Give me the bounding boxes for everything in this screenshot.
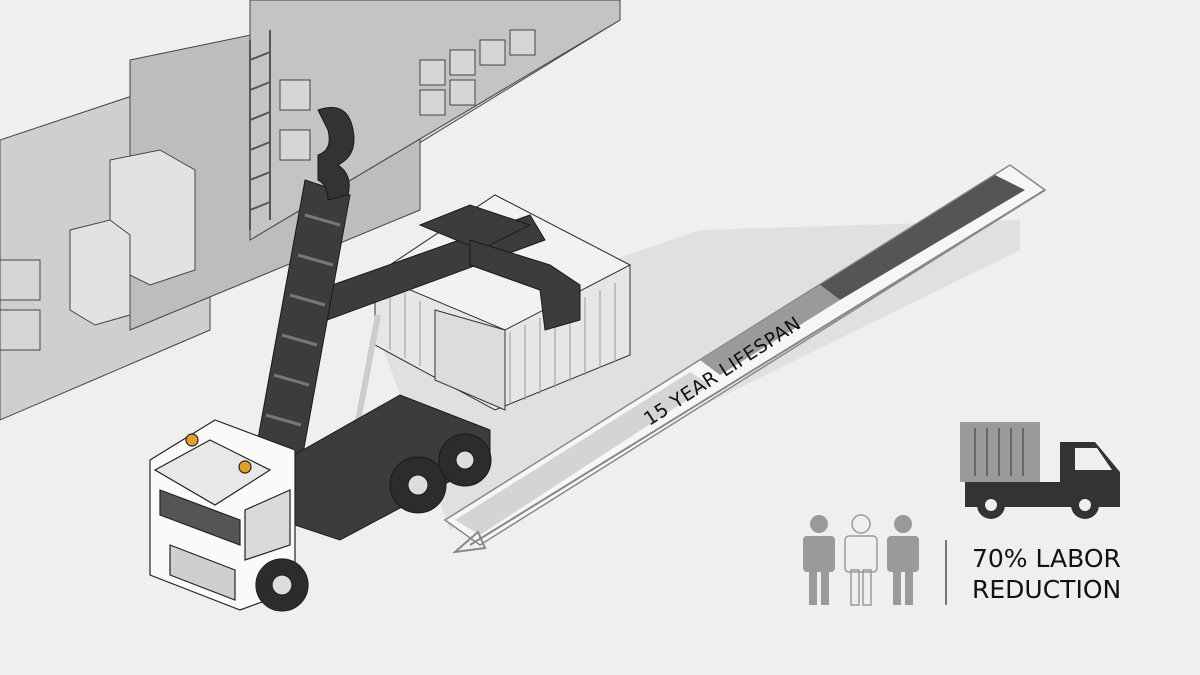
beacon-light	[238, 460, 252, 474]
crane	[249, 107, 581, 541]
delivery-truck-icon	[960, 422, 1120, 519]
arrow-line	[469, 189, 1046, 546]
beacon-light	[185, 433, 199, 447]
stat-line-2: REDUCTION	[972, 575, 1122, 604]
stat-line-1: 70% LABOR	[972, 544, 1121, 573]
truck-cab	[149, 419, 309, 612]
workers-icon	[803, 514, 947, 606]
labor-reduction-stat: 70% LABOR REDUCTION	[972, 543, 1121, 605]
lifespan-bar	[443, 164, 1047, 554]
arrow-left-down-icon	[451, 530, 487, 554]
